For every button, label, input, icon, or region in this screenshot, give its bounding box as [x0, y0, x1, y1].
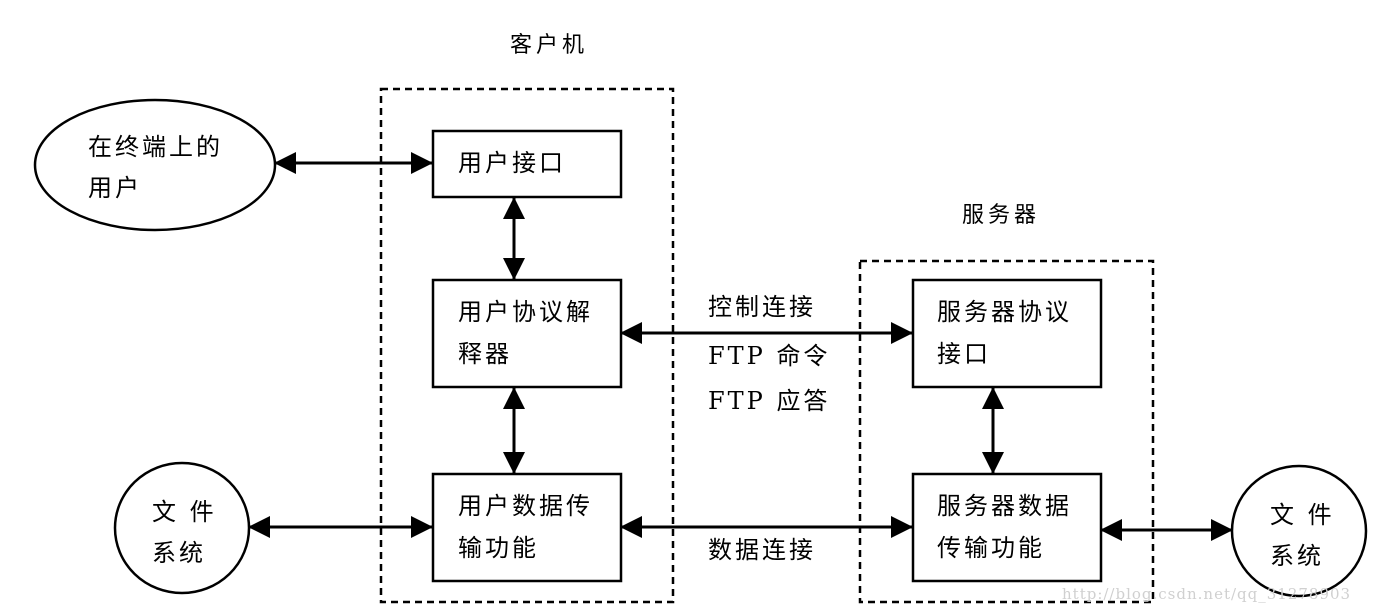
- control-connection-label: 控制连接: [708, 293, 816, 321]
- user-interface-label: 用户接口: [458, 149, 566, 177]
- client-fs-line1: 文 件: [152, 498, 217, 526]
- client-file-system-node: 文 件 系统: [113, 461, 251, 595]
- client-fs-line2: 系统: [152, 539, 206, 567]
- user-dtp-node: 用户数据传 输功能: [431, 472, 623, 583]
- server-dtp-node: 服务器数据 传输功能: [911, 472, 1103, 583]
- user-pi-line2: 释器: [458, 340, 512, 368]
- data-connection-label: 数据连接: [708, 536, 816, 564]
- client-group-title: 客户机: [510, 33, 588, 58]
- user-interface-node: 用户接口: [431, 129, 623, 199]
- terminal-user-node: 在终端上的 用户: [33, 98, 277, 232]
- server-fs-line2: 系统: [1270, 542, 1324, 570]
- server-dtp-line2: 传输功能: [937, 534, 1045, 562]
- server-pi-line1: 服务器协议: [937, 298, 1072, 326]
- server-group-boundary: [858, 259, 1155, 604]
- ftp-reply-label: FTP 应答: [708, 387, 830, 415]
- server-group-title: 服务器: [962, 203, 1040, 228]
- server-pi-node: 服务器协议 接口: [911, 278, 1103, 389]
- user-pi-line1: 用户协议解: [458, 298, 593, 326]
- server-pi-line2: 接口: [937, 340, 991, 368]
- terminal-user-line2: 用户: [88, 174, 142, 202]
- watermark-text: http://blog.csdn.net/qq_31278903: [1062, 585, 1351, 603]
- user-dtp-line1: 用户数据传: [458, 492, 593, 520]
- server-file-system-node: 文 件 系统: [1230, 464, 1368, 598]
- client-group-boundary: [379, 87, 675, 604]
- user-pi-node: 用户协议解 释器: [431, 278, 623, 389]
- server-dtp-line1: 服务器数据: [937, 492, 1072, 520]
- user-dtp-line2: 输功能: [458, 534, 539, 562]
- ftp-command-label: FTP 命令: [708, 342, 830, 370]
- server-fs-line1: 文 件: [1270, 501, 1335, 529]
- terminal-user-line1: 在终端上的: [88, 133, 223, 161]
